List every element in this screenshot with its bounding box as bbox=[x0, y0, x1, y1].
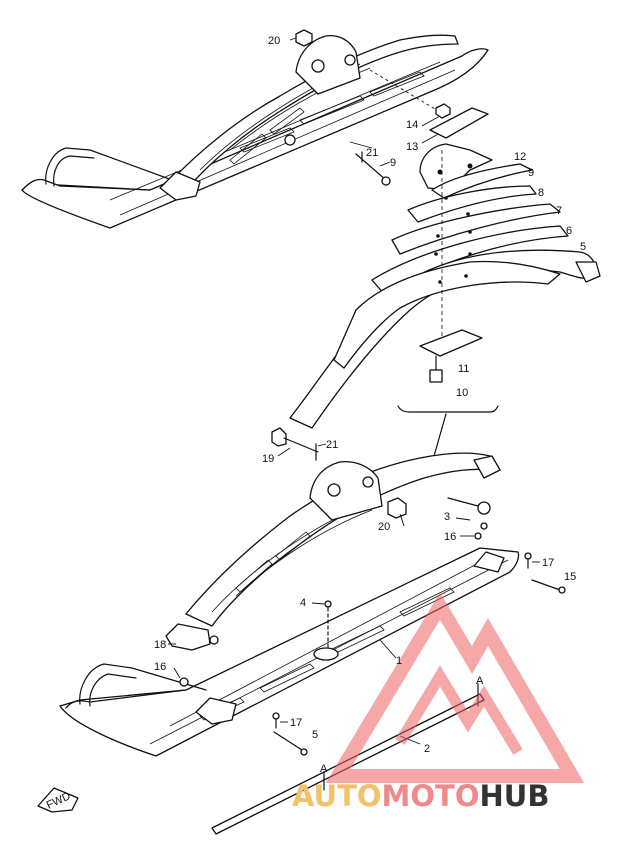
callout-9-leaf: 9 bbox=[528, 167, 534, 179]
mark-a-left: A bbox=[320, 763, 328, 775]
callout-16-upper: 16 bbox=[444, 531, 456, 543]
callout-17-lower: 17 bbox=[290, 717, 302, 729]
callout-3: 3 bbox=[444, 511, 450, 523]
watermark-hub: HUB bbox=[480, 779, 550, 813]
callout-18: 18 bbox=[154, 639, 166, 651]
callout-2: 2 bbox=[424, 743, 430, 755]
explode-bracket bbox=[397, 405, 499, 457]
callout-14: 14 bbox=[406, 119, 418, 131]
callout-11: 11 bbox=[458, 363, 469, 375]
callout-16-lower: 16 bbox=[154, 661, 166, 673]
callout-17-upper: 17 bbox=[542, 557, 554, 569]
watermark-logo-icon bbox=[325, 592, 585, 783]
ski-runner-bottom bbox=[59, 547, 520, 757]
callout-12: 12 bbox=[514, 151, 526, 163]
bolt-9-top bbox=[355, 151, 391, 186]
callout-7: 7 bbox=[556, 205, 562, 217]
callout-5-lower: 5 bbox=[312, 729, 318, 741]
callout-19: 19 bbox=[262, 453, 274, 465]
callout-13: 13 bbox=[406, 141, 418, 153]
callout-15: 15 bbox=[564, 571, 576, 583]
callout-10: 10 bbox=[456, 387, 468, 399]
svg-text:AUTOMOTOHUB: AUTOMOTOHUB bbox=[292, 779, 549, 813]
callout-5-leaf: 5 bbox=[580, 241, 586, 253]
ski-assembled-top bbox=[21, 29, 489, 229]
leaf-spring-bottom bbox=[165, 452, 501, 651]
callout-4: 4 bbox=[300, 597, 306, 609]
callout-9-top: 9 bbox=[390, 157, 396, 169]
mark-a-right: A bbox=[476, 675, 484, 687]
callout-21-bottom: 21 bbox=[326, 439, 338, 451]
hardware-bottom bbox=[179, 427, 566, 756]
callout-8: 8 bbox=[538, 187, 544, 199]
callout-20-top: 20 bbox=[268, 35, 280, 47]
callout-labels: 20 21 9 14 13 12 9 8 7 6 5 11 10 19 21 3… bbox=[45, 35, 586, 812]
callout-1: 1 bbox=[396, 655, 402, 667]
watermark-wordmark: AUTOMOTOHUB bbox=[292, 779, 549, 813]
callout-6: 6 bbox=[566, 225, 572, 237]
watermark-auto: AUTO bbox=[292, 779, 382, 813]
callout-20-bottom: 20 bbox=[378, 521, 390, 533]
callout-21-top: 21 bbox=[366, 147, 378, 159]
watermark-moto: MOTO bbox=[382, 779, 480, 813]
fwd-arrow-icon bbox=[37, 787, 79, 813]
leaf-spring-stack bbox=[289, 103, 601, 429]
